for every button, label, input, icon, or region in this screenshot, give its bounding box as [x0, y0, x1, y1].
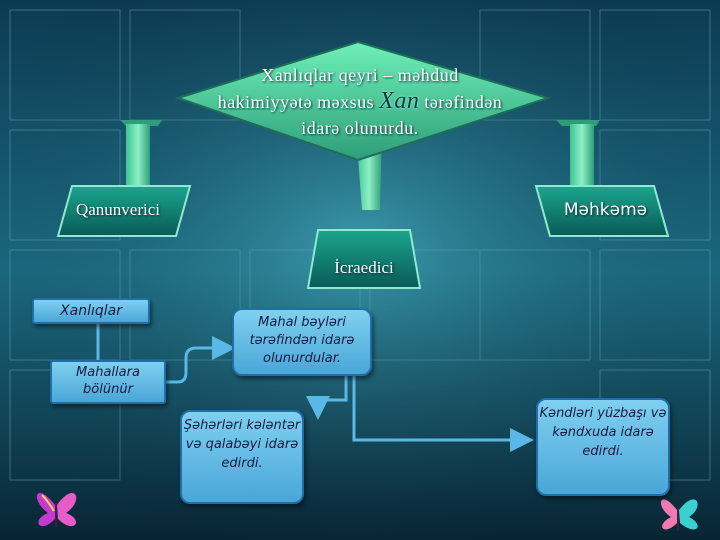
top-line-1: Xanlıqlar qeyri – məhdud — [261, 65, 459, 85]
xan-word: Xan — [379, 88, 420, 114]
branch-executive-label: İcraedici — [334, 258, 394, 277]
top-diamond — [174, 40, 552, 162]
branch-right-shape — [534, 185, 670, 237]
butterfly-right-icon — [660, 499, 698, 531]
box-xanliqlar: Xanlıqlar — [32, 298, 150, 324]
branch-center-shape — [306, 229, 422, 289]
branch-judicial-label: Məhkəmə — [563, 200, 648, 220]
connectors — [96, 322, 534, 452]
top-statement: Xanlıqlar qeyri – məhdud hakimiyyətə məx… — [170, 62, 550, 141]
top-line-2: hakimiyyətə məxsus Xan tərəfindən — [170, 88, 550, 115]
branch-left-shape — [56, 185, 192, 237]
box-seherleri: Şəhərləri kələntər və qalabəyi idarə edi… — [180, 410, 304, 504]
butterfly-left-icon — [36, 493, 77, 527]
box-mahallara: Mahallara bölünür — [50, 360, 166, 404]
top-line-3: idarə olunurdu. — [301, 118, 419, 138]
top-line-2-post: tərəfindən — [419, 92, 503, 112]
box-mahal-beyleri: Mahal bəyləri tərəfindən idarə olunurdul… — [232, 308, 372, 376]
top-line-2-pre: hakimiyyətə məxsus — [217, 92, 380, 112]
branch-legislative-label: Qanunverici — [75, 200, 161, 219]
box-kendleri: Kəndləri yüzbaşı və kəndxuda idarə edird… — [536, 398, 670, 496]
